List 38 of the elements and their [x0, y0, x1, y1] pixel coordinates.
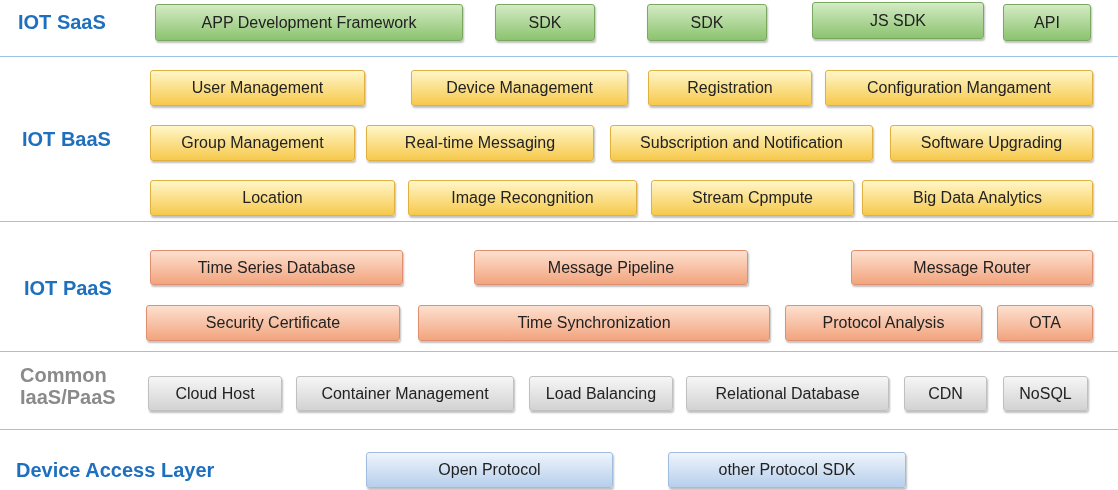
layer-title: Device Access Layer [16, 459, 215, 481]
module-box: CDN [904, 376, 987, 411]
module-box: Time Synchronization [418, 305, 770, 341]
module-box: Load Balancing [529, 376, 673, 411]
module-box: Open Protocol [366, 452, 613, 488]
module-box: Real-time Messaging [366, 125, 594, 161]
module-box: Message Pipeline [474, 250, 748, 285]
module-box: APP Development Framework [155, 4, 463, 41]
module-box: JS SDK [812, 2, 984, 39]
layer-title: IOT SaaS [18, 11, 106, 33]
module-box: Cloud Host [148, 376, 282, 411]
module-box: Registration [648, 70, 812, 106]
module-box: Location [150, 180, 395, 216]
module-box: other Protocol SDK [668, 452, 906, 488]
module-box: Group Management [150, 125, 355, 161]
module-box: SDK [647, 4, 767, 41]
module-box: Protocol Analysis [785, 305, 982, 341]
module-box: SDK [495, 4, 595, 41]
layer-title: Common IaaS/PaaS [20, 364, 117, 408]
module-box: Container Management [296, 376, 514, 411]
module-box: API [1003, 4, 1091, 41]
module-box: Big Data Analytics [862, 180, 1093, 216]
module-box: Configuration Mangament [825, 70, 1093, 106]
layer-band [0, 0, 1118, 57]
module-box: User Management [150, 70, 365, 106]
module-box: Subscription and Notification [610, 125, 873, 161]
module-box: Device Management [411, 70, 628, 106]
module-box: OTA [997, 305, 1093, 341]
module-box: Stream Cpmpute [651, 180, 854, 216]
module-box: Image Recongnition [408, 180, 637, 216]
layer-title: IOT PaaS [24, 277, 112, 299]
layer-title: IOT BaaS [22, 128, 111, 150]
module-box: Security Certificate [146, 305, 400, 341]
module-box: NoSQL [1003, 376, 1088, 411]
module-box: Relational Database [686, 376, 889, 411]
module-box: Time Series Database [150, 250, 403, 285]
module-box: Software Upgrading [890, 125, 1093, 161]
module-box: Message Router [851, 250, 1093, 285]
